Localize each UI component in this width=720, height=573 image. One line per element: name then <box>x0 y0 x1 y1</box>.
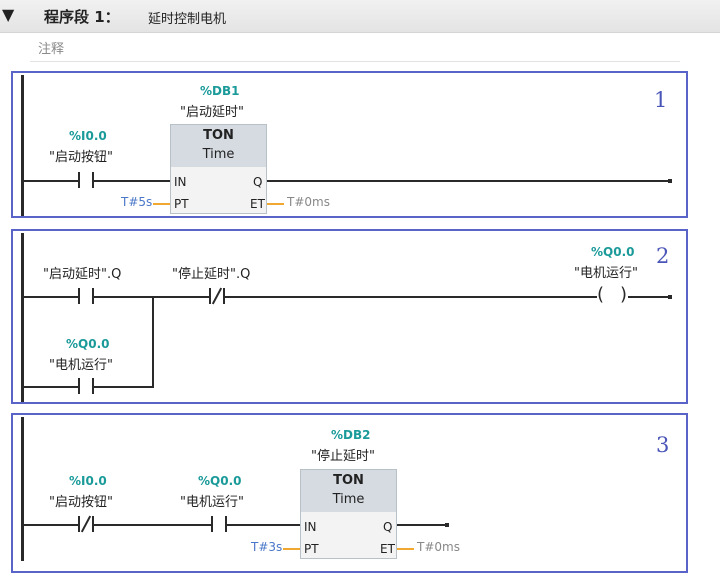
pin-q: Q <box>383 520 393 534</box>
parallel-branch <box>152 296 154 388</box>
coil-tag[interactable]: "电机运行" <box>574 266 638 281</box>
contact-tag[interactable]: "启动按钮" <box>49 150 113 165</box>
timer-db-tag[interactable]: "停止延时" <box>311 449 375 464</box>
network-1-number: 1 <box>654 88 668 112</box>
contact-address[interactable]: %I0.0 <box>69 129 107 143</box>
network-header <box>0 0 720 33</box>
timer-instruction: TON <box>333 473 364 488</box>
pin-q: Q <box>253 175 263 189</box>
contact-tag[interactable]: "电机运行" <box>180 495 244 510</box>
et-value[interactable]: T#0ms <box>287 195 330 209</box>
contact-tag[interactable]: "停止延时".Q <box>172 267 251 282</box>
no-contact-motor-run[interactable] <box>211 516 213 532</box>
ton-timer-box[interactable]: TON Time IN Q PT ET <box>300 469 397 559</box>
pin-in: IN <box>174 175 187 189</box>
nc-contact-stop-delay[interactable] <box>209 288 211 304</box>
segment-name[interactable]: 延时控制电机 <box>148 12 227 27</box>
network-2-number: 2 <box>656 244 670 268</box>
collapse-arrow-icon[interactable]: ▼ <box>2 5 15 24</box>
et-value[interactable]: T#0ms <box>417 540 460 554</box>
contact-tag[interactable]: "启动延时".Q <box>43 267 122 282</box>
pt-value[interactable]: T#5s <box>121 195 153 209</box>
contact-address[interactable]: %I0.0 <box>69 474 107 488</box>
output-coil[interactable]: ( <box>597 284 605 305</box>
contact-address[interactable]: %Q0.0 <box>66 337 110 351</box>
comment-divider <box>30 61 680 62</box>
left-power-rail <box>21 417 24 561</box>
pin-et: ET <box>380 542 395 556</box>
pin-in: IN <box>304 520 317 534</box>
timer-type[interactable]: Time <box>332 492 365 507</box>
network-1-frame[interactable] <box>11 71 688 218</box>
timer-db-address[interactable]: %DB1 <box>200 84 240 98</box>
network-3-number: 3 <box>656 433 670 457</box>
timer-instruction: TON <box>203 128 234 143</box>
timer-db-tag[interactable]: "启动延时" <box>180 105 244 120</box>
contact-tag[interactable]: "电机运行" <box>49 358 113 373</box>
coil-address[interactable]: %Q0.0 <box>591 245 635 259</box>
comment-field[interactable]: 注释 <box>38 42 65 57</box>
contact-address[interactable]: %Q0.0 <box>198 474 242 488</box>
nc-contact-start-button[interactable] <box>78 516 80 532</box>
ton-timer-box[interactable]: TON Time IN Q PT ET <box>170 124 267 214</box>
pin-pt: PT <box>304 542 319 556</box>
timer-type[interactable]: Time <box>202 147 235 162</box>
timer-db-address[interactable]: %DB2 <box>331 428 371 442</box>
network-2-frame[interactable] <box>11 229 688 404</box>
pin-pt: PT <box>174 197 189 211</box>
no-contact-start-button[interactable] <box>78 172 80 188</box>
pt-value[interactable]: T#3s <box>251 540 283 554</box>
segment-title: 程序段 1： <box>44 8 120 26</box>
pin-et: ET <box>250 197 265 211</box>
left-power-rail <box>21 75 24 216</box>
contact-tag[interactable]: "启动按钮" <box>49 495 113 510</box>
no-contact-start-delay[interactable] <box>78 288 80 304</box>
left-power-rail <box>21 233 24 402</box>
no-contact-motor-seal[interactable] <box>78 378 80 394</box>
